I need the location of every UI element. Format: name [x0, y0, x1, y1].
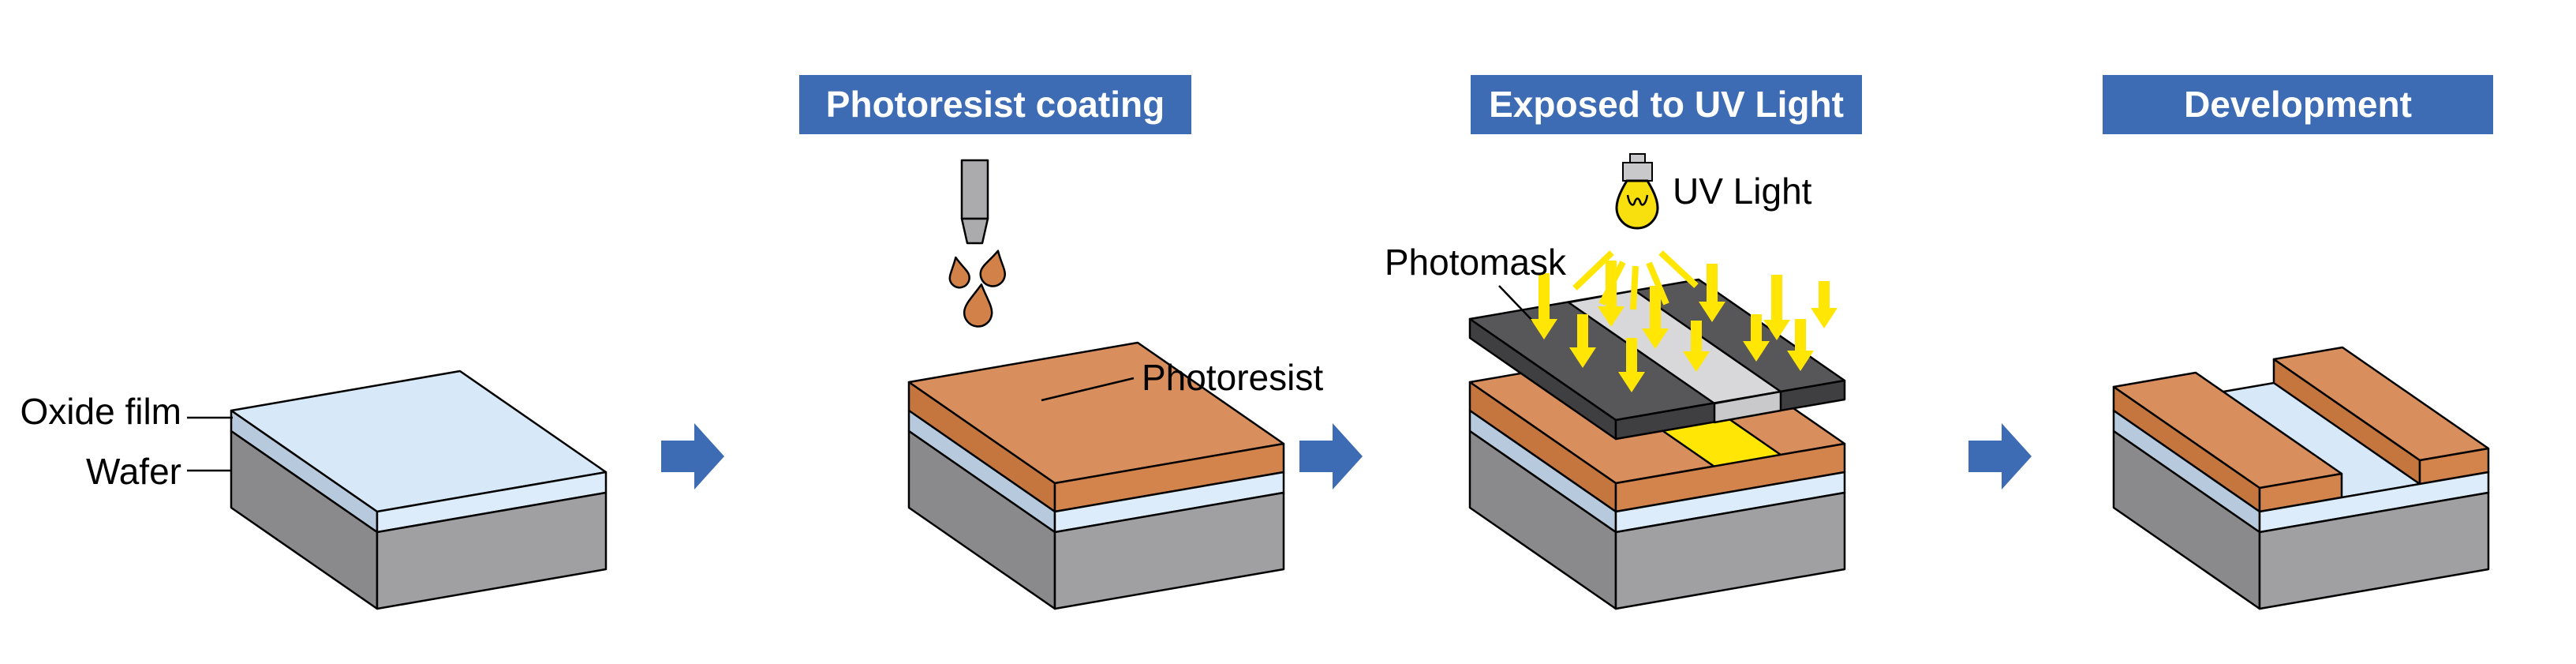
photomask-label: Photomask [1384, 242, 1566, 283]
photoresist-label: Photoresist [1142, 357, 1324, 398]
stage1-leader-lines [187, 416, 233, 472]
bulb-cap-base [1622, 162, 1653, 182]
uv-bulb-icon [1572, 153, 1699, 310]
uv-ray-icon [1646, 261, 1669, 306]
stage4-wafer-block [2112, 346, 2490, 610]
wafer-label: Wafer [86, 451, 181, 492]
nozzle-icon [960, 159, 989, 220]
uv-ray-icon [1630, 265, 1639, 310]
stage1-wafer-block [230, 370, 608, 610]
photoresist-leader-line [1041, 377, 1135, 402]
stage2-wafer-block [907, 341, 1285, 610]
stage1-wafer-right-face [376, 491, 608, 610]
uv-ray-icon [1658, 250, 1699, 288]
flow-arrow-icon [1968, 423, 2032, 490]
stage2-wafer-right-face [1053, 491, 1285, 610]
uv-arrow-icon [1618, 338, 1645, 392]
uv-arrow-icon [1787, 319, 1814, 371]
photomask-window-front [1713, 390, 1782, 424]
nozzle-tip-icon [960, 217, 989, 245]
photomask-leader-line [1498, 285, 1538, 326]
resist-drop-icon [963, 283, 993, 328]
oxide-film-label: Oxide film [20, 391, 181, 432]
uv-arrow-icon [1743, 314, 1770, 362]
uv-arrow-icon [1699, 264, 1725, 322]
uv-ray-icon [1598, 261, 1626, 306]
uv-arrows [1531, 261, 1838, 392]
flow-arrow-icon [661, 423, 724, 490]
uv-arrow-icon [1763, 275, 1790, 340]
uv-arrow-icon [1598, 261, 1624, 327]
uv-arrow-icon [1569, 314, 1596, 368]
stage4-wafer-right-face [2258, 491, 2490, 610]
resist-drop-icon [979, 249, 1006, 287]
uv-arrow-icon [1683, 321, 1710, 372]
bulb-globe [1615, 179, 1659, 230]
resist-drop-icon [948, 256, 970, 289]
uv-arrow-icon [1531, 273, 1557, 340]
uv-rays [1572, 250, 1699, 310]
uv-arrow-icon [1642, 286, 1669, 349]
flow-arrow-icon [1299, 423, 1363, 490]
stage3-banner: Exposed to UV Light [1471, 75, 1862, 134]
stage3-wafer-right-face [1614, 491, 1846, 610]
stage4-banner: Development [2103, 75, 2493, 134]
uv-ray-icon [1572, 250, 1614, 291]
stage2-banner: Photoresist coating [799, 75, 1191, 134]
bulb-filament [1626, 194, 1649, 206]
stage3-photomask-plate [1468, 278, 1846, 441]
uv-arrow-icon [1811, 281, 1838, 328]
bulb-cap-tip [1629, 153, 1646, 163]
uv-light-label: UV Light [1673, 171, 1812, 212]
stage2-dispenser [948, 159, 1006, 328]
